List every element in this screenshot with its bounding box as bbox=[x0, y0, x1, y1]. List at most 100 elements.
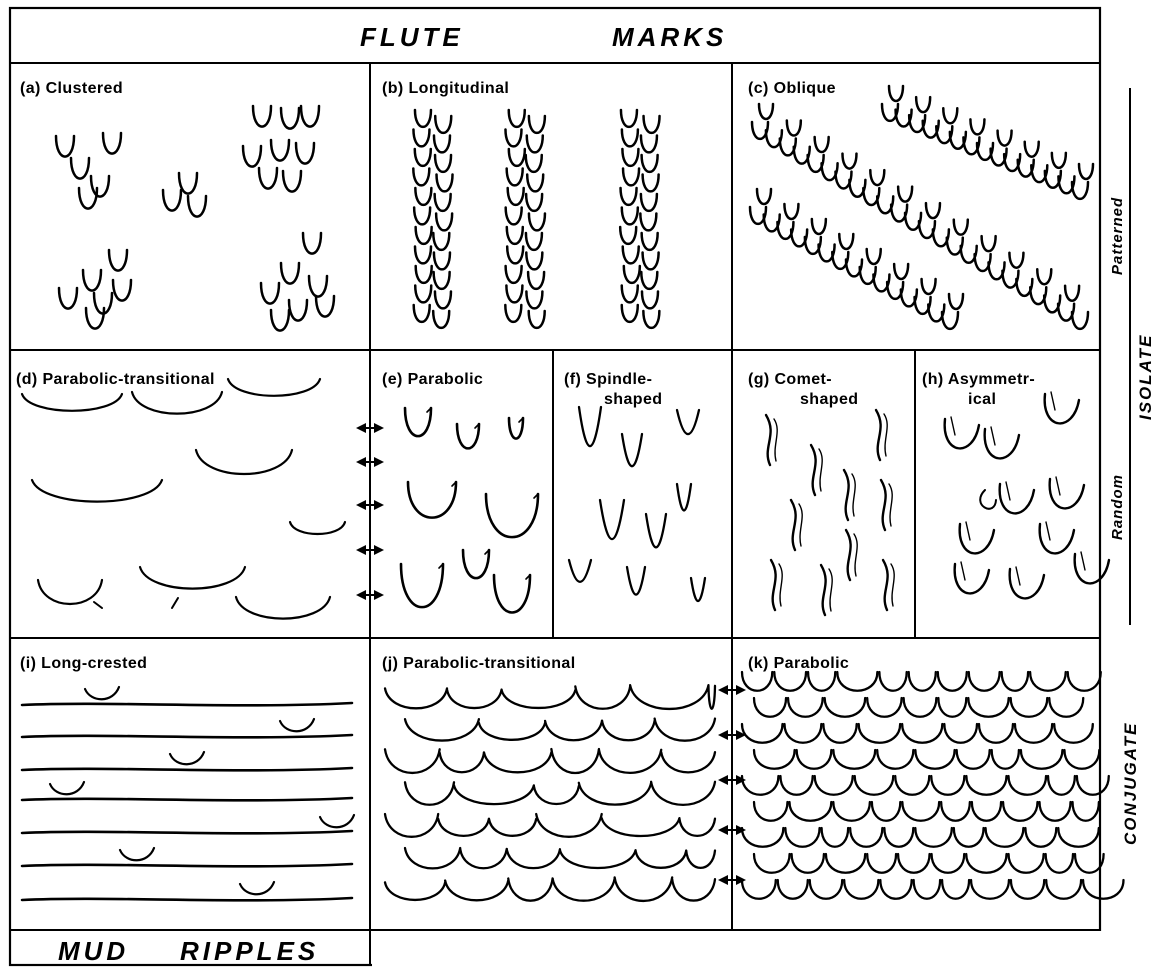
flute-mark bbox=[1040, 524, 1074, 553]
flute-mark bbox=[1025, 142, 1039, 157]
flute-mark bbox=[281, 108, 299, 129]
flute-mark bbox=[966, 776, 1006, 795]
flute-mark bbox=[759, 104, 773, 119]
flute-mark bbox=[505, 130, 521, 147]
flute-mark bbox=[779, 564, 782, 606]
ripple-crest bbox=[38, 580, 102, 604]
side-label-random: Random bbox=[1109, 474, 1126, 540]
flute-mark bbox=[966, 522, 970, 540]
flute-mark bbox=[415, 149, 431, 166]
flute-mark bbox=[414, 208, 430, 225]
ripple-crest bbox=[579, 783, 651, 805]
flute-mark bbox=[1068, 672, 1101, 691]
flute-mark bbox=[507, 169, 523, 186]
flute-mark bbox=[506, 286, 522, 303]
flute-mark bbox=[916, 97, 930, 112]
flute-mark bbox=[677, 484, 691, 510]
flute-mark bbox=[854, 534, 857, 576]
ripple-crest bbox=[50, 782, 84, 794]
flute-mark bbox=[757, 189, 771, 204]
flute-mark bbox=[1037, 269, 1051, 284]
flute-mark bbox=[742, 880, 776, 899]
flute-mark bbox=[1079, 164, 1093, 179]
ripple-crest bbox=[172, 598, 178, 608]
diagram-grid bbox=[10, 8, 1152, 969]
flute-mark bbox=[526, 233, 542, 250]
flute-mark bbox=[855, 776, 894, 795]
flute-mark bbox=[579, 407, 601, 446]
flute-mark bbox=[823, 724, 856, 743]
flute-mark bbox=[415, 110, 431, 127]
ripple-crest bbox=[679, 819, 715, 836]
side-label-conjugate: CONJUGATE bbox=[1121, 722, 1140, 845]
ripple-crest bbox=[120, 848, 154, 860]
ripple-crest bbox=[170, 752, 204, 764]
flute-mark bbox=[59, 288, 77, 309]
ripple-crest bbox=[479, 723, 545, 740]
flute-mark bbox=[1030, 672, 1066, 691]
ripple-crest bbox=[22, 898, 352, 900]
flute-mark bbox=[998, 131, 1012, 146]
flute-mark bbox=[942, 312, 958, 329]
panel-j-ripple-crests bbox=[385, 685, 715, 901]
flute-mark bbox=[884, 414, 887, 456]
ripple-crest bbox=[560, 850, 636, 868]
ripple-crest bbox=[615, 877, 673, 900]
flute-mark bbox=[494, 575, 530, 613]
flute-mark bbox=[754, 698, 786, 717]
flute-mark bbox=[259, 168, 277, 189]
flute-mark bbox=[91, 176, 109, 197]
flute-mark bbox=[289, 300, 307, 321]
flute-mark bbox=[926, 203, 940, 218]
flute-mark bbox=[1025, 828, 1056, 847]
flute-mark bbox=[622, 286, 638, 303]
ripple-crest bbox=[651, 782, 715, 805]
ripple-crest bbox=[599, 750, 661, 773]
ripple-crest bbox=[445, 881, 508, 901]
ripple-crest bbox=[636, 851, 687, 868]
ripple-crest bbox=[602, 818, 680, 836]
flute-mark bbox=[1056, 477, 1060, 495]
flute-mark bbox=[253, 106, 271, 127]
flute-mark bbox=[677, 410, 699, 434]
flute-mark bbox=[413, 169, 429, 186]
flute-mark bbox=[971, 880, 1009, 899]
flute-mark bbox=[1009, 253, 1023, 268]
ripple-crest bbox=[22, 831, 352, 833]
footer-blank bbox=[372, 931, 1152, 969]
flute-mark bbox=[1039, 802, 1070, 821]
ripple-crest bbox=[447, 690, 502, 709]
ripple-crest bbox=[140, 567, 245, 589]
ripple-crest bbox=[536, 814, 601, 837]
ripple-crest bbox=[132, 392, 222, 414]
flute-mark bbox=[86, 308, 104, 329]
flute-mark bbox=[1006, 482, 1010, 500]
ripple-crest bbox=[236, 597, 330, 619]
flute-mark bbox=[508, 188, 524, 205]
flute-mark bbox=[870, 170, 884, 185]
flute-mark bbox=[622, 305, 638, 322]
title-marks: MARKS bbox=[612, 22, 727, 52]
flute-mark bbox=[415, 188, 431, 205]
flute-mark bbox=[815, 776, 853, 795]
ripple-crest bbox=[454, 785, 534, 804]
ripple-crest bbox=[228, 379, 320, 396]
flute-mark bbox=[509, 149, 525, 166]
ripple-crest bbox=[602, 721, 655, 741]
flute-mark bbox=[980, 490, 996, 509]
flute-mark bbox=[643, 311, 659, 328]
flute-mark bbox=[691, 578, 705, 601]
flute-mark bbox=[1021, 750, 1063, 769]
flute-mark bbox=[909, 672, 936, 691]
flute-mark bbox=[894, 264, 908, 279]
flute-mark bbox=[742, 776, 778, 795]
flute-mark bbox=[414, 305, 430, 322]
flute-mark bbox=[943, 108, 957, 123]
flute-mark bbox=[992, 750, 1019, 769]
flute-mark bbox=[872, 802, 900, 821]
ripple-crest bbox=[196, 450, 292, 474]
flute-mark bbox=[1000, 484, 1034, 513]
flute-mark bbox=[401, 564, 443, 607]
flute-mark bbox=[507, 227, 523, 244]
ripple-crest bbox=[240, 882, 274, 894]
